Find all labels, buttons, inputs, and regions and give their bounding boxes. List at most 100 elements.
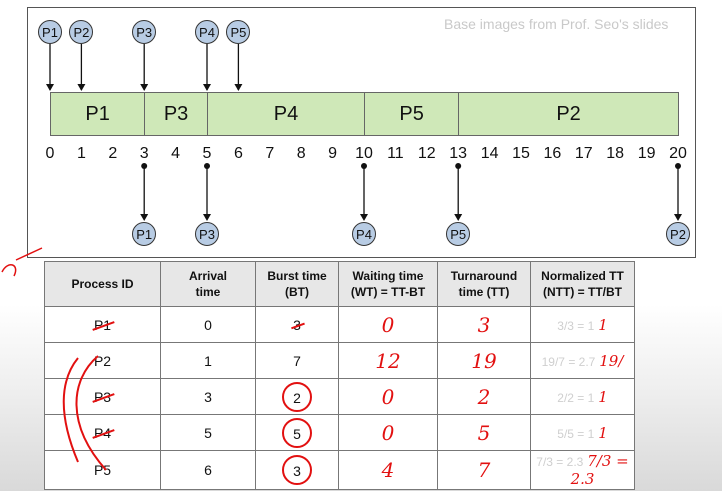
completion-bubble-p5: P5 [446, 222, 471, 246]
arrival-bubble-p2: P2 [69, 20, 94, 44]
printed-ntt-value: 3/3 = 1 [557, 318, 595, 333]
cell-waiting: 0 [338, 306, 438, 343]
arrival-bubble-p4: P4 [195, 20, 219, 44]
arrival-bubble-p5: P5 [226, 20, 251, 44]
header-burst-time: Burst time(BT) [255, 261, 339, 307]
gantt-segment-p3: P3 [144, 92, 208, 136]
arrival-bubble-p3: P3 [132, 20, 157, 44]
time-tick-label: 17 [574, 145, 593, 162]
cell-normalized: 19/7 = 2.7 19/ [530, 342, 635, 379]
table-row: P4 5 5 0 5 5/5 = 1 1 [44, 414, 635, 451]
time-tick-label: 18 [606, 145, 625, 162]
handwritten-turnaround-value: 5 [477, 420, 491, 445]
process-id-text: P4 [93, 424, 112, 441]
cell-process-id: P2 [44, 342, 161, 379]
process-id-text: P2 [93, 352, 112, 369]
time-tick-label: 20 [669, 145, 687, 162]
time-tick-label: 19 [637, 145, 656, 162]
completion-bubble-p1: P1 [132, 222, 157, 246]
time-tick-label: 7 [265, 145, 275, 162]
completion-bubble-p2: P2 [666, 222, 690, 246]
printed-ntt-value: 7/3 = 2.3 [536, 455, 584, 469]
cell-turnaround: 3 [437, 306, 531, 343]
process-id-text: P3 [93, 388, 112, 405]
handwritten-waiting-value: 4 [381, 458, 395, 482]
cell-process-id: P5 [44, 450, 161, 490]
process-id-text: P1 [93, 316, 112, 333]
completion-bubble-p4: P4 [352, 222, 376, 246]
printed-ntt-value: 5/5 = 1 [557, 426, 595, 441]
time-tick-label: 5 [202, 145, 212, 162]
handwritten-turnaround-value: 7 [477, 458, 491, 482]
struck-burst-value: 3 [293, 316, 301, 333]
time-tick-label: 6 [233, 145, 243, 162]
cell-burst: 7 [255, 342, 339, 379]
circled-burst-value: 5 [282, 417, 312, 448]
cell-turnaround: 5 [437, 414, 531, 451]
handwritten-waiting-value: 12 [375, 348, 401, 373]
arrival-value: 3 [204, 388, 212, 405]
gantt-segment-p5: P5 [364, 92, 460, 136]
time-tick-label: 8 [296, 145, 306, 162]
printed-ntt-value: 19/7 = 2.7 [541, 354, 596, 369]
credit-text: Base images from Prof. Seo's slides [444, 16, 669, 32]
cell-waiting: 4 [338, 450, 438, 490]
handwritten-ntt-value: 19/ [599, 351, 624, 370]
time-tick-label: 2 [108, 145, 118, 162]
time-tick-label: 16 [543, 145, 562, 162]
arrival-value: 5 [204, 424, 212, 441]
cell-arrival: 5 [160, 414, 256, 451]
time-tick-label: 3 [139, 145, 149, 162]
handwritten-ntt-value: 1 [598, 315, 608, 334]
table-row: P5 6 3 4 7 7/3 = 2.3 7/3 = 2.3 [44, 450, 635, 490]
handwritten-ntt-value: 1 [598, 423, 608, 442]
arrival-value: 0 [204, 316, 212, 333]
time-tick-label: 12 [417, 145, 436, 162]
cell-arrival: 1 [160, 342, 256, 379]
cell-burst: 3 [255, 450, 339, 490]
handwritten-turnaround-value: 3 [477, 312, 491, 337]
time-tick-label: 13 [449, 145, 468, 162]
cell-normalized: 5/5 = 1 1 [530, 414, 635, 451]
gantt-segment-p4: P4 [207, 92, 365, 136]
cell-process-id: P4 [44, 414, 161, 451]
handwritten-waiting-value: 0 [381, 384, 395, 409]
handwritten-ntt-value: 7/3 = 2.3 [570, 452, 629, 488]
cell-arrival: 6 [160, 450, 256, 490]
table-row: P3 3 2 0 2 2/2 = 1 1 [44, 378, 635, 415]
cell-waiting: 12 [338, 342, 438, 379]
time-tick-label: 9 [328, 145, 338, 162]
header-process-id: Process ID [44, 261, 161, 307]
cell-normalized: 2/2 = 1 1 [530, 378, 635, 415]
gantt-segment-p1: P1 [50, 92, 146, 136]
handwritten-turnaround-value: 2 [477, 384, 491, 409]
gantt-segment-p2: P2 [458, 92, 679, 136]
header-waiting-time: Waiting time(WT) = TT-BT [338, 261, 438, 307]
cell-burst: 3 [255, 306, 339, 343]
time-tick-label: 14 [480, 145, 499, 162]
cell-process-id: P3 [44, 378, 161, 415]
arrival-value: 6 [204, 462, 212, 478]
cell-burst: 2 [255, 378, 339, 415]
handwritten-turnaround-value: 19 [471, 348, 497, 373]
time-tick-label: 10 [355, 145, 373, 162]
time-tick-label: 11 [387, 145, 404, 162]
cell-burst: 5 [255, 414, 339, 451]
cell-normalized: 7/3 = 2.3 7/3 = 2.3 [530, 450, 635, 490]
cell-normalized: 3/3 = 1 1 [530, 306, 635, 343]
time-tick-label: 15 [512, 145, 530, 162]
arrival-bubble-p1: P1 [38, 20, 62, 44]
cell-arrival: 3 [160, 378, 256, 415]
cell-waiting: 0 [338, 378, 438, 415]
handwritten-waiting-value: 0 [381, 420, 395, 445]
time-tick-label: 0 [45, 145, 55, 162]
completion-bubble-p3: P3 [195, 222, 219, 246]
process-id-text: P5 [93, 462, 112, 478]
time-tick-label: 1 [76, 145, 86, 162]
circled-burst-value: 2 [282, 381, 312, 412]
